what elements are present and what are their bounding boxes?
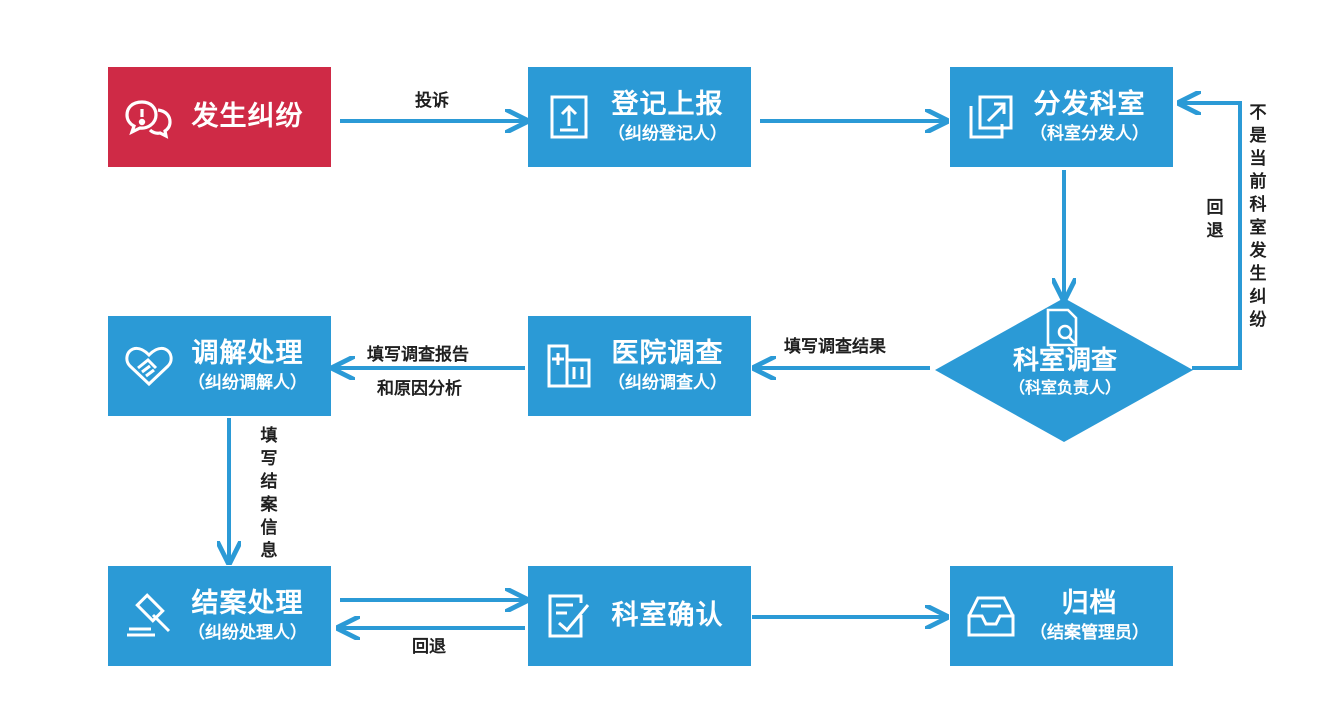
edge-label-not-dept: 不是当前科室发生纠纷 <box>1249 103 1267 330</box>
node-hospital-title: 医院调查 <box>611 338 724 369</box>
node-dept-survey[interactable]: 科室调查 （科室负责人） <box>940 345 1190 399</box>
node-archive[interactable]: 归档 （结案管理员） <box>950 566 1173 666</box>
node-distribute[interactable]: 分发科室 （科室分发人） <box>950 67 1173 167</box>
hospital-icon <box>544 341 594 391</box>
chat-alert-icon <box>124 92 174 142</box>
checklist-icon <box>544 591 594 641</box>
edge-label-return-bottom: 回退 <box>412 637 446 657</box>
node-confirm[interactable]: 科室确认 <box>528 566 751 666</box>
doc-search-icon <box>1046 308 1078 347</box>
node-closing[interactable]: 结案处理 （纠纷处理人） <box>108 566 331 666</box>
node-hospital[interactable]: 医院调查 （纠纷调查人） <box>528 316 751 416</box>
node-archive-sub: （结案管理员） <box>1030 623 1149 643</box>
node-start-title: 发生纠纷 <box>191 101 304 132</box>
handshake-icon <box>124 341 174 391</box>
node-register[interactable]: 登记上报 （纠纷登记人） <box>528 67 751 167</box>
share-icon <box>966 92 1016 142</box>
node-archive-title: 归档 <box>1061 588 1118 619</box>
gavel-icon <box>124 591 174 641</box>
node-start[interactable]: 发生纠纷 <box>108 67 331 167</box>
inbox-icon <box>966 591 1016 641</box>
node-distribute-sub: （科室分发人） <box>1030 124 1149 144</box>
node-register-sub: （纠纷登记人） <box>608 124 727 144</box>
node-dept-survey-sub: （科室负责人） <box>1008 378 1121 397</box>
edge-label-fill-close: 填写结案信息 <box>260 426 278 561</box>
edge-label-fill-result: 填写调查结果 <box>784 337 886 357</box>
node-hospital-sub: （纠纷调查人） <box>608 373 727 393</box>
edge-label-fill-report-2: 和原因分析 <box>377 379 462 399</box>
edge-label-complain: 投诉 <box>415 91 449 111</box>
arrow-survey-return-to-distribute <box>1182 103 1242 370</box>
edge-label-fill-report-1: 填写调查报告 <box>367 345 469 365</box>
upload-doc-icon <box>544 92 594 142</box>
node-closing-sub: （纠纷处理人） <box>188 623 307 643</box>
node-confirm-title: 科室确认 <box>611 600 724 631</box>
node-distribute-title: 分发科室 <box>1033 89 1146 120</box>
edge-label-return-right: 回退 <box>1206 198 1224 241</box>
node-mediation-title: 调解处理 <box>191 338 304 369</box>
node-mediation-sub: （纠纷调解人） <box>188 373 307 393</box>
node-mediation[interactable]: 调解处理 （纠纷调解人） <box>108 316 331 416</box>
node-dept-survey-title: 科室调查 <box>1012 346 1117 376</box>
node-closing-title: 结案处理 <box>191 588 304 619</box>
dept-survey-diamond <box>935 298 1193 442</box>
node-register-title: 登记上报 <box>611 89 724 120</box>
